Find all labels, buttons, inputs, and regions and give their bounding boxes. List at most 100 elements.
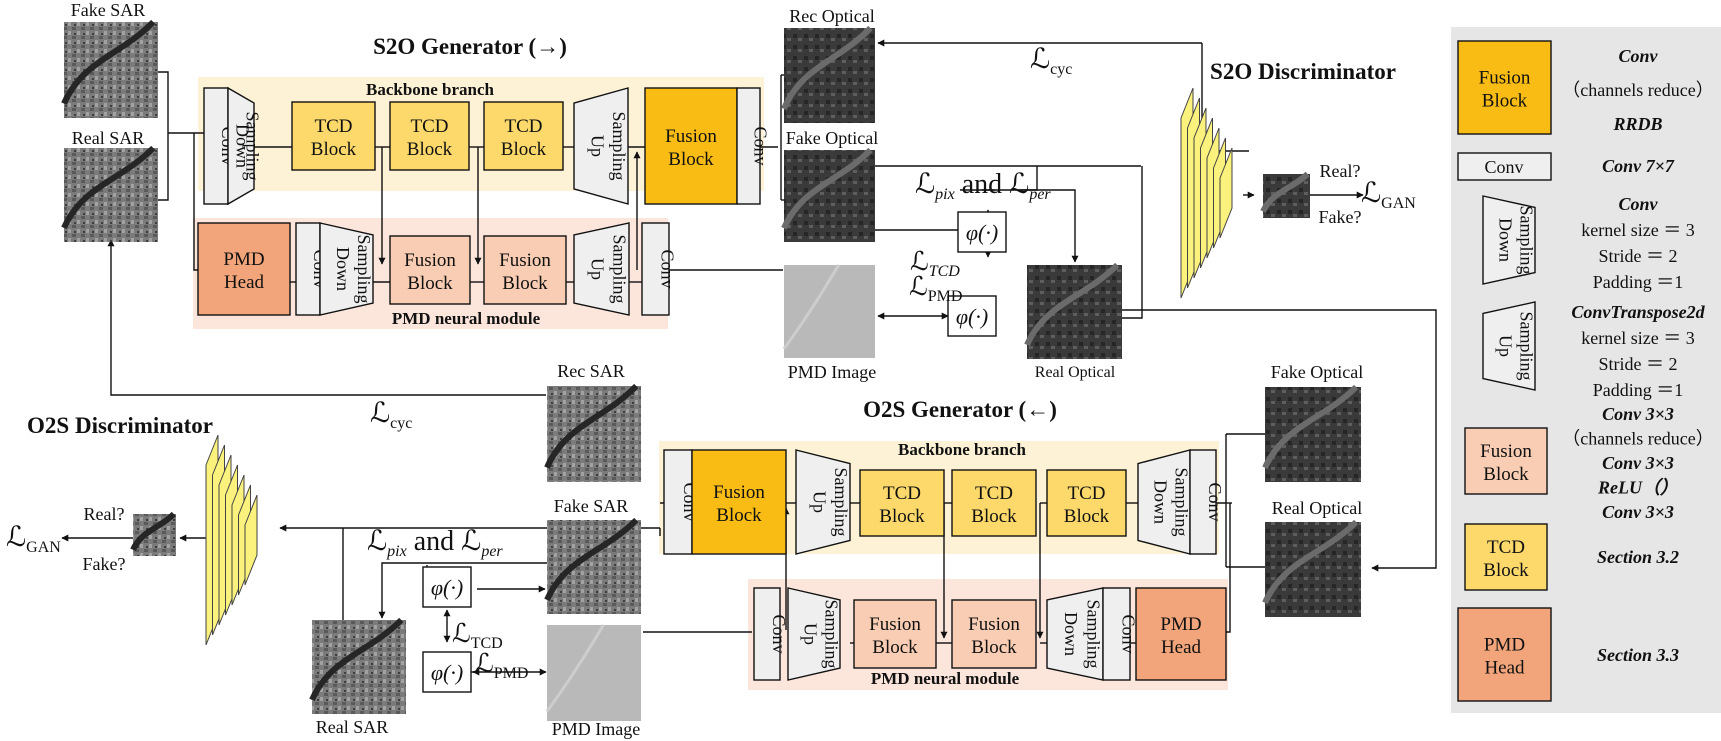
loss-pix-per-top-part: ℒ <box>1009 169 1029 200</box>
s2o-backbone-label: Backbone branch <box>366 80 495 99</box>
loss-cyc-top: ℒcyc <box>1030 44 1072 78</box>
real-optical-image-bottom <box>1262 519 1361 617</box>
o2s-pmd-fusion-block-2-label: Fusion <box>968 614 1020 635</box>
o2s-fusion-block-box <box>691 449 787 555</box>
s2o-backbone-out-conv: Conv <box>736 87 771 205</box>
pmd-image-label-top: PMD Image <box>788 362 877 382</box>
s2o-backbone-up-sampling-shape <box>573 87 629 205</box>
s2o-pmd-fusion-block-1-box <box>389 235 471 305</box>
fake-optical-image-top <box>781 147 875 242</box>
conv-box <box>641 222 670 316</box>
o2s-discriminator <box>205 434 258 646</box>
loss-pix-per-top: ℒpix and ℒper <box>915 169 1051 203</box>
o2s-tcd-block-2-box <box>951 469 1037 537</box>
s2o-discriminator <box>1180 87 1233 299</box>
phi-box-s2o-top: φ(·) <box>957 211 1007 253</box>
o2s-pmd-fusion-block-1-label: Fusion <box>869 614 921 635</box>
o2s-pmd-head-box <box>1135 587 1227 681</box>
o2s-pmd-out-conv: Conv <box>753 587 789 681</box>
s2o-backbone-down-sampling-label: Down <box>232 124 252 168</box>
s2o-tcd-block-3-label: TCD <box>505 116 543 137</box>
o2s-pmd-down-sampling-label: Down <box>1061 612 1081 656</box>
legend-down-sampling-shape <box>1482 195 1536 285</box>
phi-box-o2s-bottom: φ(·) <box>422 651 472 693</box>
legend-tcd-block-label: TCD <box>1487 537 1525 558</box>
rec-sar-image-pixels <box>547 386 641 482</box>
s2o-pmd-down-sampling-label: Sampling <box>354 234 374 303</box>
s2o-pmd-head-box <box>197 222 291 316</box>
loss-tcd-top-symbol: ℒ <box>910 247 929 276</box>
o2s-fusion-block-label: Fusion <box>713 482 765 503</box>
disc-fake-label-top: Fake? <box>1319 207 1362 227</box>
river-stroke <box>781 147 873 230</box>
river-stroke <box>544 517 639 602</box>
real-sar-label-bottom: Real SAR <box>316 717 389 737</box>
o2s-discriminator-title: O2S Discriminator <box>27 413 213 438</box>
conv-box <box>753 587 781 681</box>
legend-fusion-peach-text: （channels reduce） <box>1562 429 1713 449</box>
o2s-backbone-down-sampling-label: Down <box>1151 480 1171 524</box>
legend-fusion-peach-block-box <box>1464 427 1548 495</box>
o2s-pmd-label: PMD neural module <box>871 669 1020 688</box>
s2o-tcd-block-3-box <box>483 101 564 171</box>
o2s-pmd-fusion-block-2-label: Block <box>971 637 1017 658</box>
s2o-pmd-fusion-block-1-label: Fusion <box>404 250 456 271</box>
s2o-pmd-fusion-block-2-label: Fusion <box>499 250 551 271</box>
loss-cyc-bottom-sub: cyc <box>390 415 412 432</box>
loss-pix-per-top-part: pix <box>934 186 955 203</box>
s2o-tcd-block-2-box <box>389 101 470 171</box>
loss-gan-right-symbol: ℒ <box>1361 178 1381 209</box>
legend-fusion-orange-text: Conv <box>1618 46 1658 66</box>
legend-fusion-peach-block-label: Block <box>1483 464 1529 485</box>
legend-down-text: Padding ＝1 <box>1593 272 1684 292</box>
legend-tcd-block-box <box>1464 523 1548 591</box>
fake-sar-image-bottom <box>544 517 641 614</box>
loss-pix-per-bottom: ℒpix and ℒper <box>367 526 503 560</box>
phi-box-s2o-bottom-label: φ(·) <box>956 304 988 329</box>
river-stroke <box>130 511 176 552</box>
loss-pix-per-bottom-part: pix <box>386 543 407 560</box>
conv-label: Conv <box>769 614 789 653</box>
loss-pix-per-top-part: per <box>1028 186 1051 203</box>
o2s-backbone-down-sampling-label: Sampling <box>1171 467 1191 536</box>
legend-fusion-peach-block-label: Fusion <box>1480 441 1532 462</box>
legend-up-text: Stride ＝ 2 <box>1599 354 1678 374</box>
pmd-texture <box>545 624 605 713</box>
fake-optical-image-bottom <box>1262 384 1361 482</box>
o2s-tcd-block-1-box <box>859 469 945 537</box>
s2o-fusion-block-box <box>644 87 738 205</box>
o2s-backbone-out-conv: Conv <box>663 449 700 555</box>
pmd-image-label-bottom: PMD Image <box>552 719 641 739</box>
loss-gan-left: ℒGAN <box>6 522 61 556</box>
loss-gan-right: ℒGAN <box>1361 178 1416 212</box>
loss-tcd-bottom-sub: TCD <box>471 635 503 652</box>
o2s-pmd-up-sampling-shape <box>787 587 841 681</box>
fake-sar-image-bottom-pixels <box>547 520 641 614</box>
river-stroke <box>1262 384 1359 470</box>
conv-box <box>203 87 229 205</box>
river-stroke <box>1260 171 1310 213</box>
loss-pix-per-top-part: and <box>955 169 1009 200</box>
river-stroke <box>544 383 639 469</box>
disc-real-label-bottom: Real? <box>84 504 125 524</box>
legend-pmd-head-box <box>1457 607 1552 702</box>
o2s-tcd-block-3-label: TCD <box>1068 483 1106 504</box>
blocks: ConvDownSamplingTCDBlockTCDBlockTCDBlock… <box>197 40 1552 702</box>
phi-box-o2s-top: φ(·) <box>422 566 472 608</box>
loss-cyc-bottom-symbol: ℒ <box>370 398 390 429</box>
